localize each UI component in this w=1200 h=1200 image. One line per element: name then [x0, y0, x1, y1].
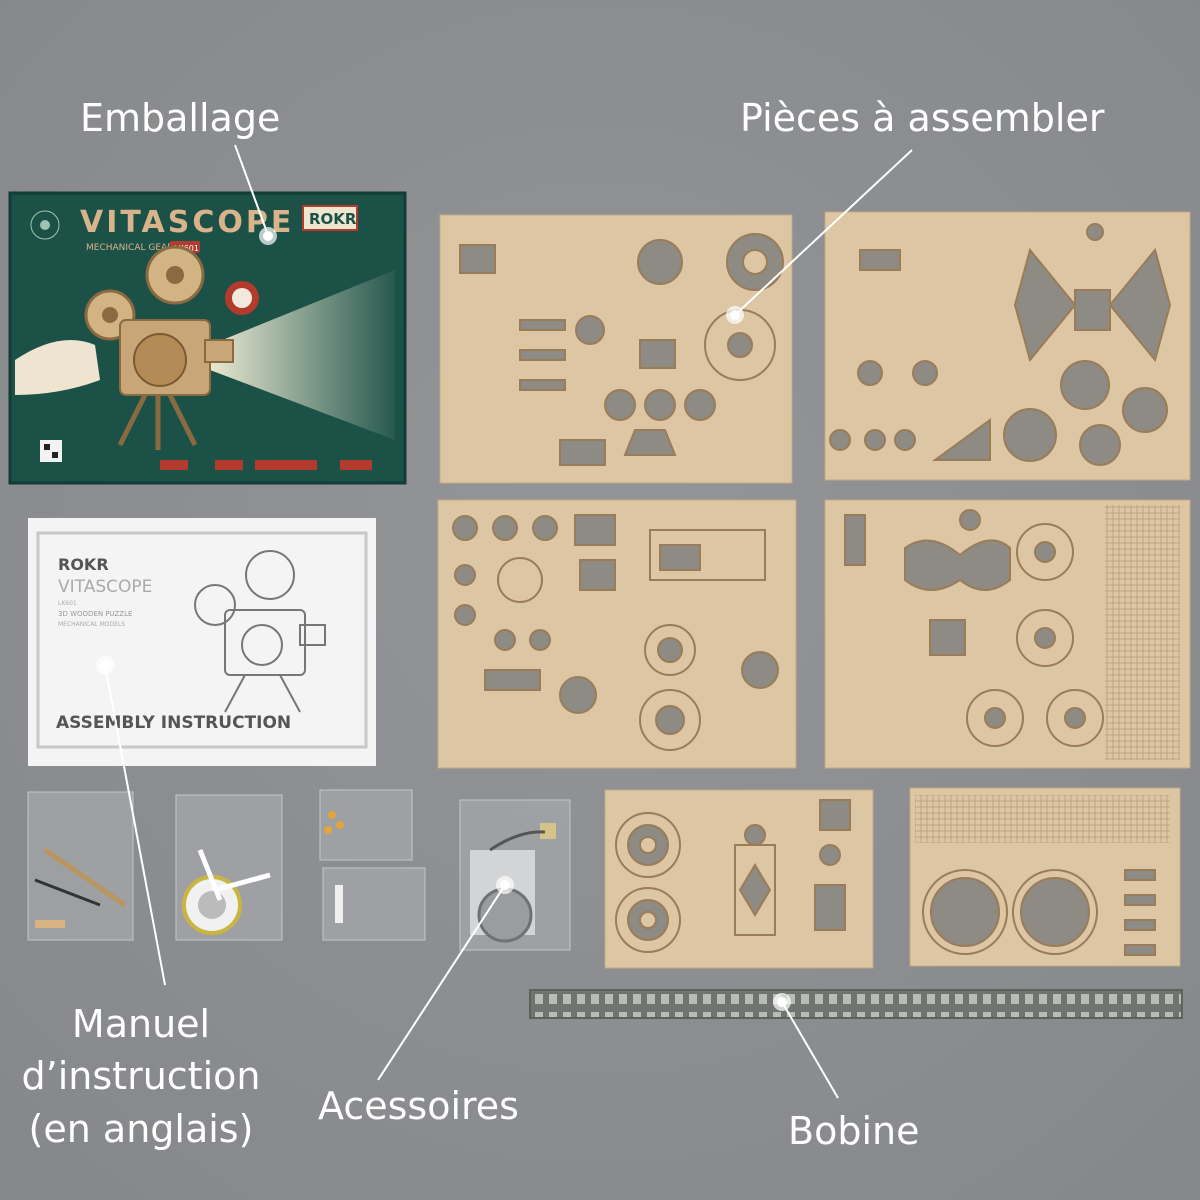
label-packaging: Emballage [80, 96, 281, 140]
wooden-board-1 [439, 214, 793, 484]
film-reel-strip [529, 989, 1183, 1019]
wooden-board-2 [824, 211, 1191, 481]
label-manual-line1: Manuel [71, 1002, 211, 1046]
box-title: VITASCOPE [80, 205, 294, 240]
instruction-manual: ROKR VITASCOPE LK601 3D WOODEN PUZZLE ME… [28, 518, 376, 766]
label-manual-line2: d’instruction [21, 1054, 261, 1099]
wooden-board-4 [824, 499, 1191, 769]
label-accessories: Acessoires [318, 1084, 519, 1128]
wooden-board-3 [437, 499, 797, 769]
manual-line1: 3D WOODEN PUZZLE [58, 610, 132, 618]
manual-brand: ROKR [58, 555, 109, 574]
box-subtitle: MECHANICAL GEAR [86, 243, 173, 253]
manual-code: LK601 [58, 600, 77, 607]
callout-markers [96, 227, 791, 1011]
projector-illustration [15, 245, 234, 450]
callout-lines [104, 144, 913, 1099]
manual-projector-drawing [194, 550, 326, 713]
label-manual-line3: (en anglais) [28, 1106, 254, 1151]
manual-line2: MECHANICAL MODELS [58, 621, 125, 628]
label-parts: Pièces à assembler [740, 96, 1105, 140]
label-manual: Manuel d’instruction (en anglais) [16, 998, 266, 1155]
manual-heading: ASSEMBLY INSTRUCTION [56, 713, 291, 733]
box-brand-logo: ROKR [309, 210, 357, 228]
wooden-board-6 [909, 787, 1181, 967]
packaging-box: VITASCOPE MECHANICAL GEAR LK601 ROKR [8, 191, 407, 485]
label-reel: Bobine [788, 1109, 920, 1153]
manual-title: VITASCOPE [58, 577, 152, 597]
wooden-board-5 [604, 789, 874, 969]
